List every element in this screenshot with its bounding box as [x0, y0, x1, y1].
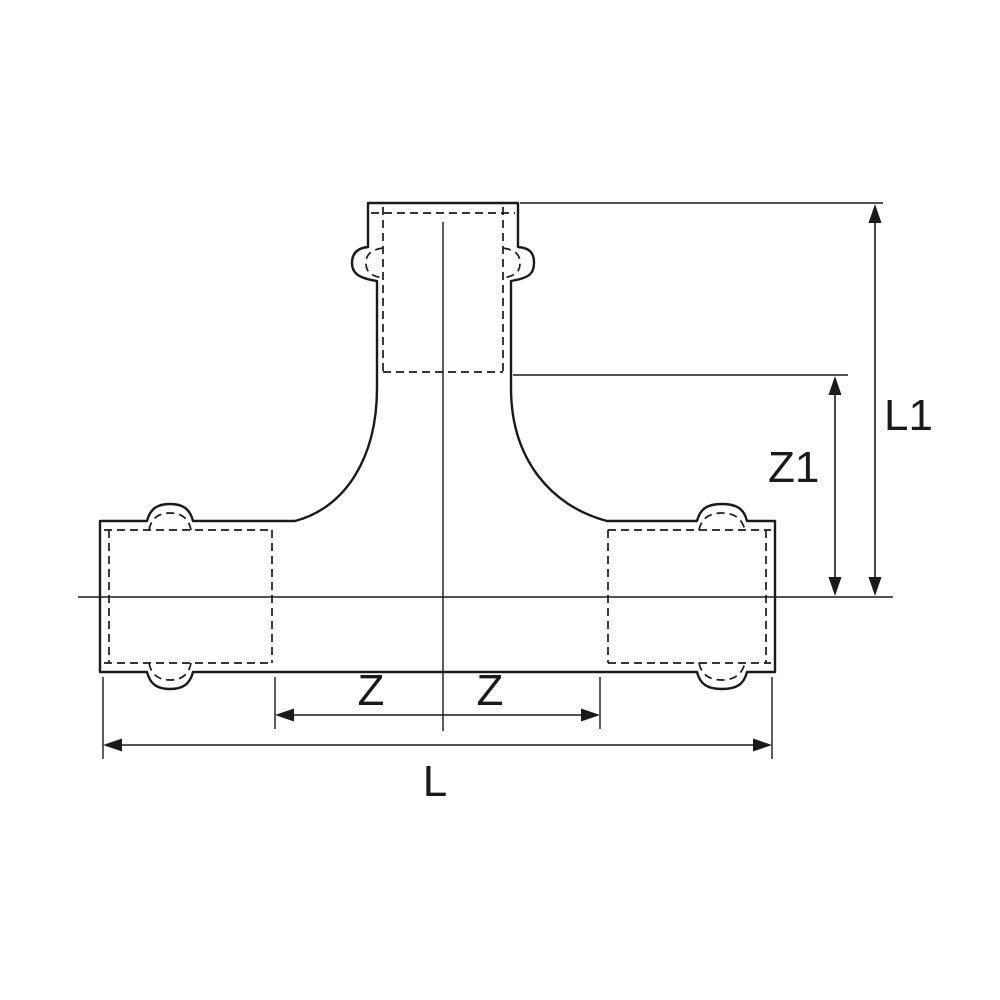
centerlines: [78, 222, 893, 731]
hidden-line: [148, 662, 192, 681]
hidden-line: [698, 662, 746, 681]
arrowhead-up-icon: [828, 376, 842, 395]
fitting-outline: [98, 201, 777, 691]
arrowhead-right-icon: [581, 708, 600, 722]
dimension-label-z-left: Z: [358, 666, 385, 715]
dimension-label-z-right: Z: [477, 666, 504, 715]
arrowhead-down-icon: [868, 577, 882, 596]
hidden-line: [698, 512, 746, 531]
arrowhead-right-icon: [753, 738, 772, 752]
dimension-l: L: [103, 738, 772, 806]
extension-lines: [102, 202, 883, 759]
hidden-line: [502, 247, 521, 279]
dimension-label-l1: L1: [884, 391, 933, 440]
hidden-line: [148, 512, 192, 531]
dimension-z: Z Z: [275, 666, 600, 722]
hidden-lines: [104, 207, 771, 681]
dimension-label-l: L: [423, 757, 447, 806]
dimension-l1: L1: [868, 204, 933, 596]
dimension-label-z1: Z1: [768, 443, 819, 492]
hidden-line: [365, 247, 384, 279]
arrowhead-up-icon: [868, 204, 882, 223]
arrowhead-left-icon: [103, 738, 122, 752]
arrowhead-down-icon: [828, 577, 842, 596]
arrowhead-left-icon: [275, 708, 294, 722]
dimension-z1: Z1: [768, 376, 842, 596]
